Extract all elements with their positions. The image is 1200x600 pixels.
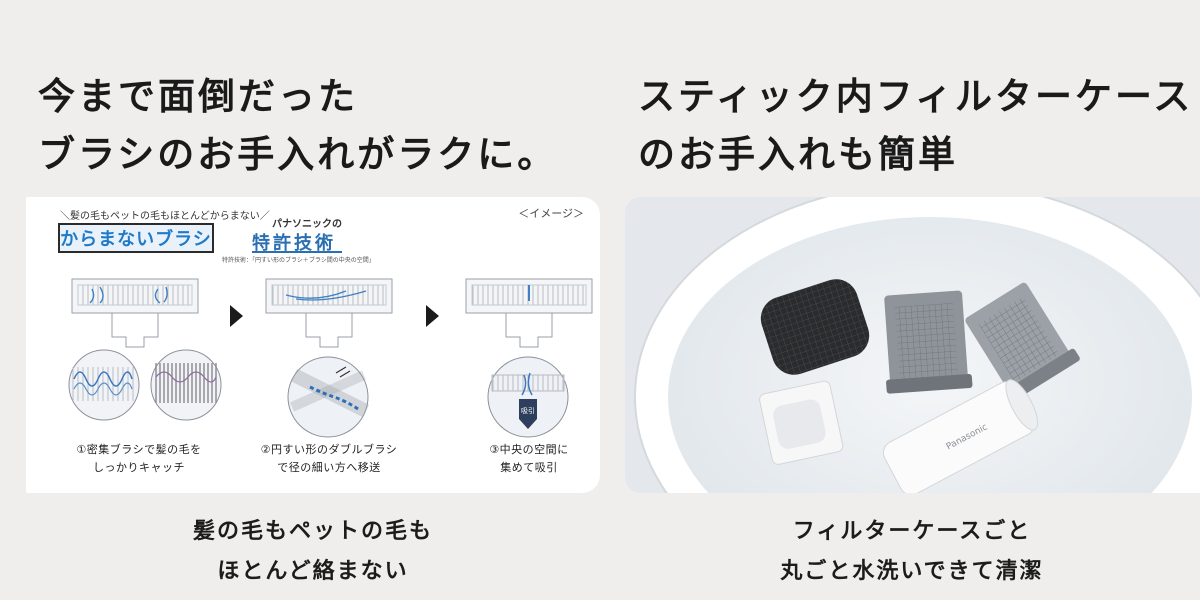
step-2-label: ②円すい形のダブルブラシ で径の細い方へ移送 [244,441,414,477]
arrow-right-icon [230,305,243,327]
step-1-diagram [68,278,222,421]
right-caption-line-1: フィルターケースごと [792,519,1032,544]
dust-case-cylinder: Panasonic [882,379,1039,493]
maker-label: パナソニックの [272,219,342,230]
filter-white-square [759,380,844,465]
image-note: ＜イメージ＞ [518,207,584,220]
patent-logo: 特許技術 [252,229,342,254]
filter-wash-photo: Panasonic [625,197,1200,493]
step-1-label-line-2: しっかりキャッチ [93,461,185,474]
right-caption-line-2: 丸ごと水洗いできて清潔 [780,559,1044,584]
left-heading-line-2: ブラシのお手入れがラクに。 [38,133,558,176]
step-3-label: ③中央の空間に 集めて吸引 [444,441,600,477]
step-2-diagram [265,278,393,438]
step-3-label-line-2: 集めて吸引 [500,461,558,474]
brush-illustration-panel: 吸引 ＼髪の毛もペットの毛もほとんどからまない／ からまないブラシ パナソニック… [26,197,600,493]
step-3-diagram: 吸引 [465,278,593,438]
right-caption: フィルターケースごと 丸ごと水洗いできて清潔 [625,512,1199,592]
left-caption-line-2: ほとんど絡まない [217,559,409,584]
wash-basin-illustration: Panasonic [625,197,1200,493]
tagline: ＼髪の毛もペットの毛もほとんどからまない／ [60,211,270,222]
brush-logo: からまないブラシ [58,223,214,253]
arrow-right-icon [426,305,439,327]
left-caption-line-1: 髪の毛もペットの毛も [192,519,433,544]
suction-label: 吸引 [521,406,535,415]
right-heading-line-1: スティック内フィルターケース [638,75,1194,118]
left-heading-line-1: 今まで面倒だった [38,75,358,118]
right-heading: スティック内フィルターケース のお手入れも簡単 [638,68,1193,184]
step-2-label-line-2: で径の細い方へ移送 [277,461,381,474]
left-caption: 髪の毛もペットの毛も ほとんど絡まない [26,512,600,592]
step-1-label-line-1: ①密集ブラシで髪の毛を [76,443,202,456]
brush-diagram: 吸引 [68,278,593,438]
step-3-label-line-1: ③中央の空間に [489,443,569,456]
left-heading: 今まで面倒だった ブラシのお手入れがラクに。 [38,68,557,184]
sponge-filter [760,279,870,375]
right-heading-line-2: のお手入れも簡単 [638,133,958,176]
filter-case-grey [884,290,973,394]
step-2-label-line-1: ②円すい形のダブルブラシ [260,443,398,456]
patent-note: 特許技術：「円すい形のブラシ＋ブラシ間の中央の空間」 [222,257,375,264]
step-1-label: ①密集ブラシで髪の毛を しっかりキャッチ [54,441,224,477]
